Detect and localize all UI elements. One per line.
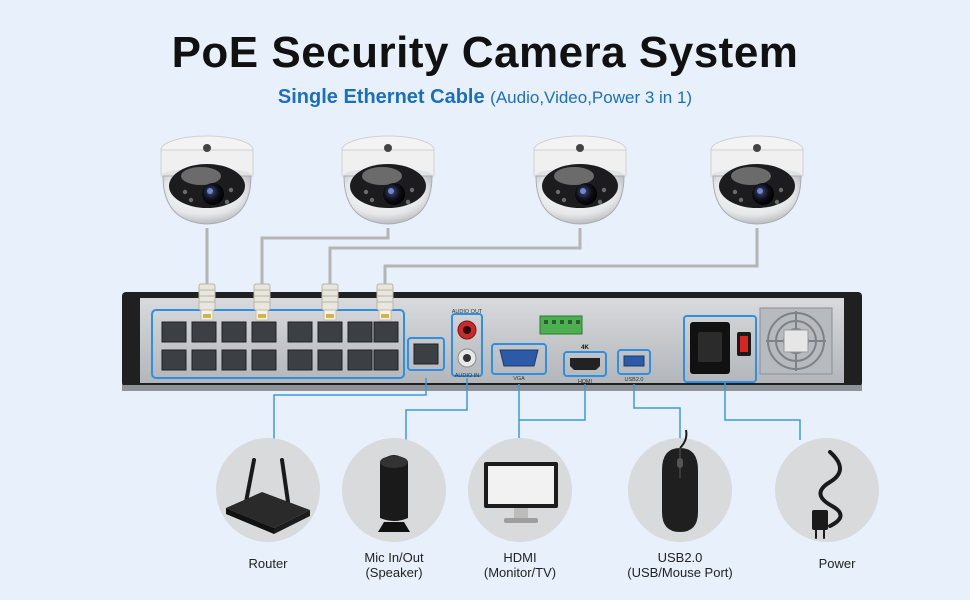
power-port-highlight	[683, 315, 757, 383]
camera-4	[710, 135, 804, 225]
page-title: PoE Security Camera System	[171, 28, 799, 77]
hdmi-port-highlight	[563, 351, 607, 377]
hdmi-port	[570, 358, 600, 370]
usb-port-highlight	[617, 349, 651, 375]
camera-cables	[205, 228, 759, 285]
page-subtitle: Single Ethernet Cable (Audio,Video,Power…	[0, 86, 970, 109]
audio-out-label: AUDIO OUT	[452, 309, 483, 315]
usb-label: USB2.0	[625, 377, 644, 383]
vga-port	[499, 349, 539, 367]
alarm-terminal	[539, 315, 583, 335]
subtitle-note: (Audio,Video,Power 3 in 1)	[490, 88, 693, 107]
monitor-icon	[484, 462, 558, 523]
mouse-icon	[662, 429, 698, 532]
speaker-icon	[378, 455, 410, 532]
lan-port	[413, 343, 439, 365]
device-label-hdmi: HDMI (Monitor/TV)	[483, 550, 557, 580]
nvr-recorder: AUDIO OUT AUDIO IN VGA 4K HDMI USB2.0	[122, 283, 862, 391]
vga-port-highlight	[491, 343, 547, 375]
device-label-router: Router	[248, 556, 288, 571]
camera-3	[533, 135, 627, 225]
device-connector-lines	[273, 378, 801, 440]
audio-ports-highlight	[451, 313, 483, 377]
device-label-power: Power	[818, 556, 856, 571]
camera-1	[160, 135, 254, 225]
camera-2	[341, 135, 435, 225]
hdmi-label: HDMI	[578, 379, 593, 385]
router-icon	[226, 458, 310, 534]
audio-in-label: AUDIO IN	[455, 373, 479, 379]
usb-port	[623, 355, 645, 367]
lan-port-highlight	[407, 337, 445, 371]
hdmi-4k-label: 4K	[581, 345, 589, 351]
device-label-mic: Mic In/Out (Speaker)	[364, 550, 424, 580]
vga-label: VGA	[513, 376, 525, 382]
subtitle-main: Single Ethernet Cable	[277, 86, 485, 108]
poe-ports	[161, 321, 399, 371]
cooling-fan	[759, 307, 833, 375]
poe-ports-block	[151, 309, 405, 379]
power-cable-icon	[812, 450, 843, 539]
device-label-usb: USB2.0 (USB/Mouse Port)	[627, 550, 733, 580]
